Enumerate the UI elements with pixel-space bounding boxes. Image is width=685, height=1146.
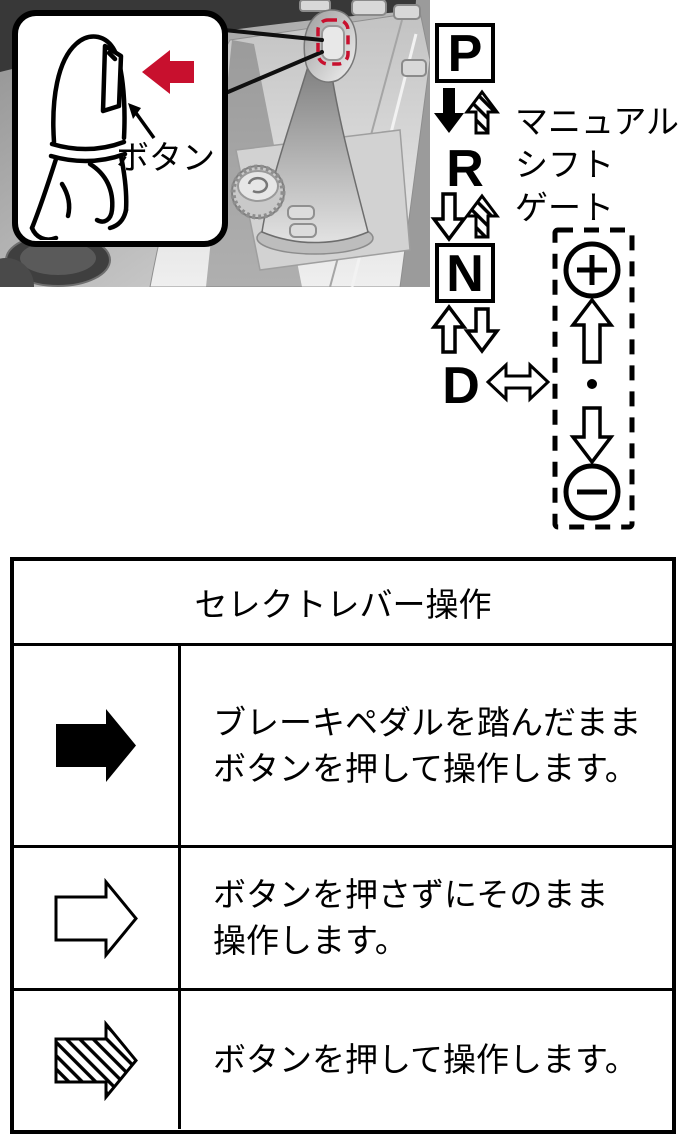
operation-description: ブレーキペダルを踏んだまま ボタンを押して操作します。 [213, 703, 642, 787]
manual-gate-label: マニュアル シフト ゲート [515, 103, 679, 226]
shift-lever-illustration: ボタン [0, 0, 430, 287]
svg-text:マニュアル: マニュアル [515, 103, 679, 140]
white-up-arrow-icon [569, 297, 615, 364]
manual-gate-dashed-box [552, 227, 635, 530]
white-horizontal-double-arrow-icon [485, 361, 551, 403]
dash-buttons [299, 0, 427, 77]
white-up-arrow-icon [430, 304, 468, 354]
svg-text:ゲート: ゲート [515, 189, 614, 226]
hatched-right-arrow-icon [54, 1019, 138, 1101]
gear-p: P [448, 25, 483, 83]
button-label: ボタン [116, 139, 215, 176]
plus-circle-icon [563, 241, 621, 299]
table-row: ボタンを押さずにそのまま 操作します。 [14, 848, 672, 991]
operation-description: ボタンを押さずにそのまま 操作します。 [213, 876, 609, 959]
hatched-up-arrow-icon [464, 193, 500, 239]
park-box [435, 23, 495, 83]
solid-black-down-arrow-icon [434, 88, 464, 133]
red-left-arrow-icon [142, 50, 194, 94]
white-outline-right-arrow-icon [54, 877, 138, 959]
dot-separator-icon [587, 379, 597, 389]
drive-mode-dial [230, 164, 286, 220]
knob-button [321, 25, 345, 61]
shift-gate-diagram: P R N D マニュアル シフト ゲート [430, 23, 679, 530]
white-down-arrow-icon [569, 406, 615, 465]
button-pointer-arrow-icon [128, 103, 156, 140]
knob-hand-line-drawing [29, 34, 194, 240]
white-down-arrow-icon [430, 192, 468, 242]
table-row: ブレーキペダルを踏んだまま ボタンを押して操作します。 [14, 646, 672, 848]
arrow-cell [14, 646, 181, 845]
gear-n: N [446, 245, 484, 303]
svg-text:シフト: シフト [515, 146, 614, 183]
white-down-arrow-icon [463, 307, 501, 354]
button-callout-bubble: ボタン [12, 10, 228, 247]
gear-d: D [442, 357, 480, 415]
dial-buttons [287, 205, 317, 238]
table-row: ボタンを押して操作します。 [14, 991, 672, 1129]
shift-boot [261, 59, 369, 244]
neutral-box [435, 243, 495, 303]
table-header: セレクトレバー操作 [14, 561, 672, 646]
cup-holder-inner [20, 241, 96, 275]
solid-black-right-arrow-icon [56, 709, 136, 782]
select-lever-operation-table: セレクトレバー操作 ブレーキペダルを踏んだまま ボタンを押して操作します。 ボタ… [10, 557, 676, 1134]
operation-description: ボタンを押して操作します。 [213, 1041, 638, 1078]
cup-holder-2 [0, 258, 34, 287]
gear-r: R [446, 140, 484, 198]
arrow-cell [14, 848, 181, 988]
button-highlight-dashed-box [316, 18, 350, 66]
callout-leader-lines [222, 28, 324, 94]
minus-circle-icon [563, 463, 621, 521]
arrow-cell [14, 991, 181, 1129]
hatched-up-arrow-icon [464, 89, 500, 135]
